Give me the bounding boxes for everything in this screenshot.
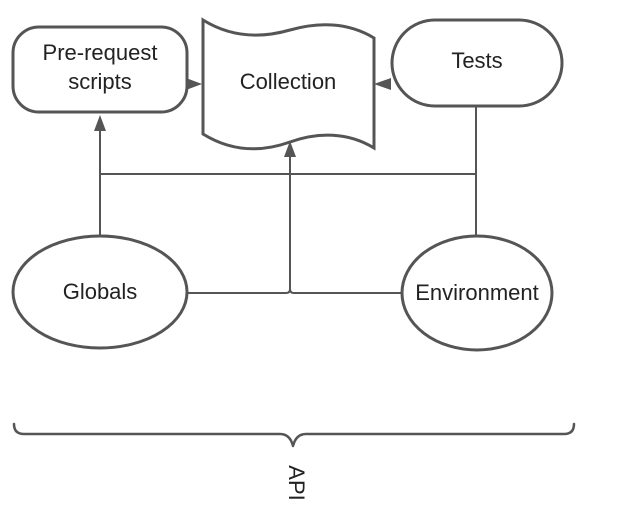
collection-box: [201, 17, 376, 151]
arrow-into-prerequest: [94, 115, 106, 131]
prerequest-label-line1: Pre-request: [43, 40, 158, 65]
globals-to-collection-line: [188, 156, 291, 294]
collection-label: Collection: [240, 69, 337, 94]
tests-label: Tests: [451, 48, 502, 73]
arrow-into-collection-right: [374, 78, 391, 90]
environment-to-prerequest-line: [101, 173, 477, 236]
prerequest-label-line2: scripts: [68, 69, 132, 94]
tests-box: [390, 18, 564, 108]
node-tests: Tests: [390, 18, 564, 108]
arrow-into-collection-bottom: [284, 141, 296, 157]
api-label: API: [284, 465, 309, 500]
node-prerequest-scripts: Pre-request scripts: [11, 25, 189, 114]
environment-ellipse: [400, 234, 554, 352]
environment-to-collection-line: [289, 288, 402, 294]
node-collection: Collection: [201, 17, 376, 151]
node-globals: Globals: [11, 234, 189, 350]
globals-ellipse: [11, 234, 189, 350]
connectors: [99, 106, 477, 294]
environment-label: Environment: [415, 280, 539, 305]
globals-label: Globals: [63, 279, 138, 304]
arrow-into-collection-left: [186, 78, 202, 90]
node-environment: Environment: [400, 234, 554, 352]
api-brace: [12, 422, 576, 448]
prerequest-box: [11, 25, 189, 114]
